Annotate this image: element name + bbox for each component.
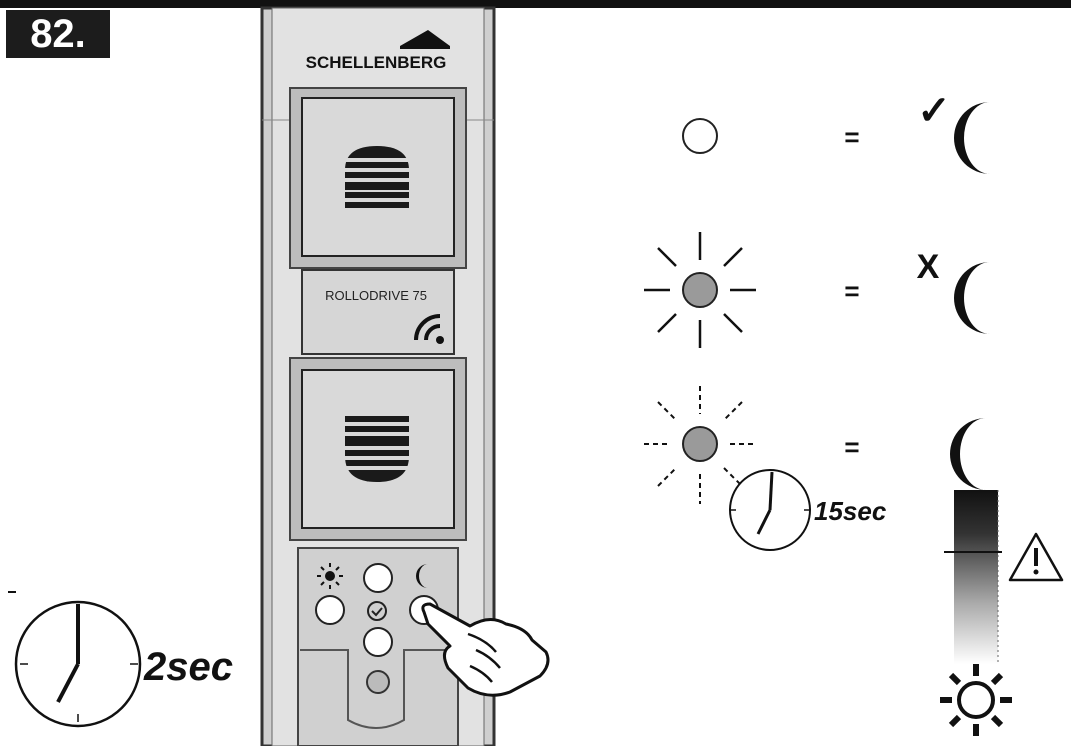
check-mark: ✓ xyxy=(917,89,951,133)
moon-icon xyxy=(950,418,986,490)
hold-clock-icon xyxy=(8,591,142,728)
led-blinking-indicator xyxy=(644,386,756,504)
down-arrow-icon xyxy=(345,416,409,482)
warning-triangle-icon xyxy=(1008,532,1064,582)
blink-duration-label: 15sec xyxy=(814,496,887,526)
moon-icon xyxy=(954,262,990,334)
cross-mark: X xyxy=(917,248,940,286)
led-on-indicator xyxy=(644,232,756,348)
moon-icon xyxy=(954,102,990,174)
equals-sign-1: = xyxy=(844,122,859,152)
sun-icon xyxy=(940,664,1012,736)
step-number: 82. xyxy=(30,12,86,56)
rollodrive-device: SCHELLENBERG ROLLODRIVE 75 xyxy=(260,6,496,746)
brand-label: SCHELLENBERG xyxy=(306,53,447,72)
stop-button[interactable] xyxy=(363,627,393,657)
clock-button-icon[interactable] xyxy=(367,601,387,621)
hold-duration-label: 2sec xyxy=(143,645,233,689)
small-moon-icon xyxy=(416,564,428,588)
brand-roof-icon xyxy=(400,30,450,49)
indicator-led xyxy=(366,670,390,694)
led-off-indicator xyxy=(682,118,718,154)
sun-button[interactable] xyxy=(315,595,345,625)
blink-clock-icon xyxy=(729,469,811,551)
wireless-signal-icon xyxy=(414,314,444,344)
light-level-scale xyxy=(944,490,1002,664)
pointing-hand-icon xyxy=(421,602,550,697)
equals-sign-3: = xyxy=(844,432,859,462)
model-label: ROLLODRIVE 75 xyxy=(325,288,427,303)
model-panel xyxy=(301,269,455,355)
small-sun-icon xyxy=(317,563,343,589)
equals-sign-2: = xyxy=(844,276,859,306)
led-center xyxy=(363,563,393,593)
top-rule xyxy=(0,0,1071,8)
up-arrow-icon xyxy=(345,146,409,208)
step-number-badge: 82. xyxy=(6,10,110,58)
